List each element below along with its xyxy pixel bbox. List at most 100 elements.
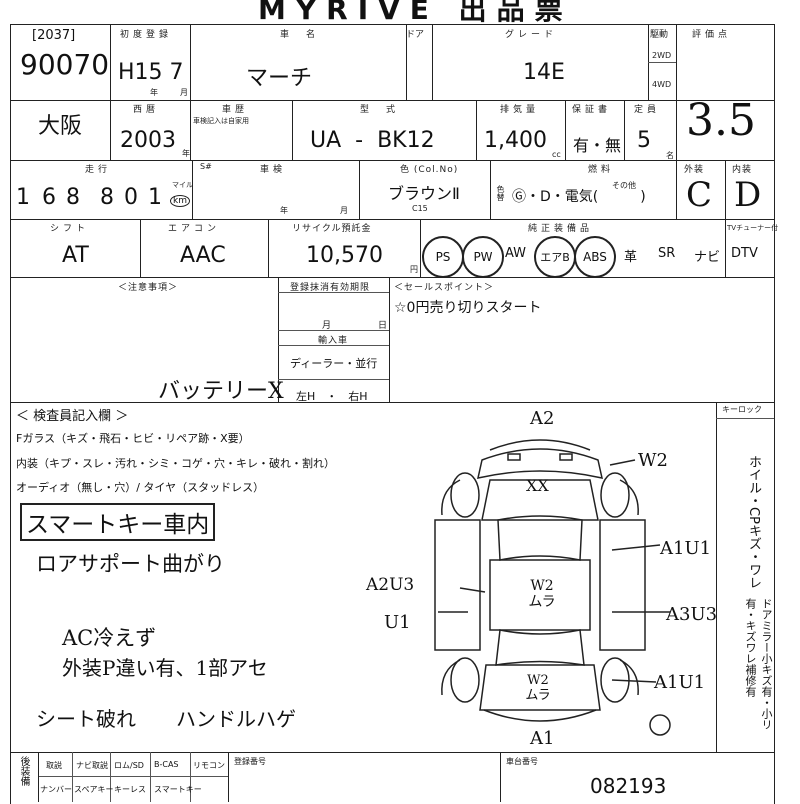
fuel-value: Ⓖ・D・電気( ) bbox=[512, 189, 646, 205]
first-reg-month-unit: 月 bbox=[180, 88, 188, 97]
lot-number: 90070 bbox=[20, 48, 110, 81]
capacity-label: 定員 bbox=[634, 105, 661, 115]
shift-label: シフト bbox=[50, 224, 90, 234]
footer-row-label: 後装備 bbox=[18, 756, 29, 786]
mileage-digit-3: 8 bbox=[66, 185, 80, 210]
footer-item-2: ナビ取説 bbox=[76, 761, 108, 770]
warranty-label: 保証書 bbox=[572, 105, 612, 115]
grade-value: 14E bbox=[523, 60, 565, 85]
equipment-label: 純正装備品 bbox=[528, 224, 594, 234]
footer-item-8: キーレス bbox=[114, 785, 146, 794]
type-value: UA - BK12 bbox=[310, 128, 435, 153]
ac-label: エアコン bbox=[168, 224, 221, 234]
type-label: 型 式 bbox=[360, 105, 400, 115]
inspector-note-3: AC冷えず bbox=[62, 626, 157, 650]
inspection-month: 月 bbox=[340, 206, 348, 215]
interior-line: 内装（キプ・スレ・汚れ・シミ・コゲ・穴・キレ・破れ・割れ） bbox=[16, 457, 335, 470]
mirror-text: ドアミラー小キズ有・小リ有・キズワレ補修有 bbox=[744, 598, 773, 730]
inspection-year: 年 bbox=[280, 206, 288, 215]
capacity-unit: 名 bbox=[666, 151, 674, 160]
inspector-note-2: ロアサポート曲がり bbox=[36, 552, 225, 576]
mileage-unit-mile: マイル bbox=[172, 181, 193, 189]
footer-item-7: スペアキー bbox=[74, 785, 114, 794]
mark-xx: XX bbox=[526, 476, 549, 495]
year-value: 2003 bbox=[120, 128, 176, 153]
mileage-label: 走行 bbox=[85, 165, 112, 175]
equip-leather: 革 bbox=[624, 250, 638, 265]
reg-month: 月 bbox=[322, 321, 336, 331]
interior-label: 内装 bbox=[732, 165, 753, 175]
warranty-value: 有・無 bbox=[573, 136, 622, 155]
equip-pw: PW bbox=[462, 236, 504, 278]
car-diagram bbox=[434, 439, 671, 736]
exterior-value: C bbox=[686, 175, 713, 215]
first-reg-value: H15 7 bbox=[118, 60, 184, 85]
displacement-value: 1,400 bbox=[484, 128, 547, 153]
inspector-label: ＜ 検査員記入欄 ＞ bbox=[16, 409, 129, 424]
equip-abs: ABS bbox=[574, 236, 616, 278]
mileage-unit-km: km bbox=[170, 195, 190, 207]
mileage-digit-5: 0 bbox=[124, 185, 138, 210]
fuel-label: 燃料 bbox=[588, 165, 615, 175]
mileage-digit-2: 6 bbox=[42, 185, 56, 210]
footer-item-1: 取説 bbox=[46, 761, 62, 770]
equip-dtv: DTV bbox=[731, 246, 758, 261]
import-label: 輸入車 bbox=[318, 336, 349, 346]
mark-a1: A1 bbox=[530, 728, 555, 749]
inspection-prefix: S# bbox=[200, 162, 212, 171]
footer-item-3: ロム/SD bbox=[114, 761, 144, 770]
displacement-label: 排気量 bbox=[500, 105, 540, 115]
car-name-value: マーチ bbox=[246, 66, 313, 91]
ac-value: AAC bbox=[180, 243, 226, 268]
mark-w2-mura-mid: W2 ムラ bbox=[528, 578, 556, 610]
recycle-label: リサイクル預託金 bbox=[292, 224, 372, 234]
reg-day: 日 bbox=[378, 321, 392, 331]
sales-point-value: ☆0円売り切りスタート bbox=[394, 300, 542, 316]
mark-u1: U1 bbox=[384, 612, 411, 633]
capacity-value: 5 bbox=[637, 128, 651, 153]
lot-code: [2037] bbox=[32, 28, 76, 43]
reg-expiry-label: 登録抹消有効期限 bbox=[290, 283, 371, 293]
shift-value: AT bbox=[62, 243, 89, 268]
inspector-note-4: 外装P違い有、1部アセ bbox=[62, 656, 268, 680]
mark-w2-top: W2 bbox=[638, 450, 668, 471]
mark-w2-mura-rear: W2 ムラ bbox=[525, 673, 551, 703]
drive-label: 駆動 bbox=[650, 30, 669, 40]
color-label: 色 (Col.No) bbox=[400, 165, 459, 175]
interior-value: D bbox=[734, 175, 762, 215]
chassis-label: 車台番号 bbox=[506, 757, 538, 766]
mileage-unit-km-text: km bbox=[173, 196, 187, 206]
glass-line: Fガラス（キズ・飛石・ヒビ・リペア跡・X要） bbox=[16, 432, 250, 445]
score-label: 評価点 bbox=[692, 30, 732, 40]
footer-item-5: リモコン bbox=[193, 761, 225, 770]
fuel-other: その他 bbox=[612, 181, 636, 190]
recycle-value: 10,570 bbox=[306, 243, 383, 268]
location: 大阪 bbox=[38, 114, 83, 139]
mark-a2u3: A2U3 bbox=[366, 575, 415, 595]
drive-4wd: 4WD bbox=[652, 80, 672, 89]
inspector-note-5: シート破れ ハンドルハゲ bbox=[36, 707, 296, 731]
year-unit: 年 bbox=[182, 149, 190, 158]
grade-label: グレード bbox=[505, 30, 558, 40]
sheet-title: MYRIVE 出品票 bbox=[258, 0, 573, 26]
chassis-value: 082193 bbox=[590, 774, 667, 798]
sales-point-label: ＜セールスポイント＞ bbox=[394, 283, 495, 293]
car-name-label: 車 名 bbox=[280, 30, 320, 40]
notes-handwritten: バッテリーX bbox=[158, 379, 284, 404]
model-year-label: 車歴 bbox=[222, 105, 249, 115]
mark-a1u1-right: A1U1 bbox=[660, 538, 712, 559]
equip-sr: SR bbox=[658, 246, 676, 261]
equip-aw: AW bbox=[505, 246, 527, 261]
tv-tuner-label: TVチューナー付 bbox=[727, 224, 779, 232]
footer-item-4: B-CAS bbox=[154, 760, 179, 769]
year-label: 西暦 bbox=[133, 105, 160, 115]
mileage-digit-4: 8 bbox=[100, 185, 114, 210]
first-reg-year-unit: 年 bbox=[150, 88, 158, 97]
handle-value: 左H ・ 右H bbox=[296, 390, 368, 403]
mark-a2: A2 bbox=[530, 408, 555, 429]
notes-label: ＜注意事項＞ bbox=[118, 283, 179, 293]
inspection-label: 車検 bbox=[260, 165, 287, 175]
audio-line: オーディオ（無し・穴）/ タイヤ（スタッドレス） bbox=[16, 481, 265, 494]
mark-a1u1-lower: A1U1 bbox=[654, 672, 706, 693]
import-value: ディーラー・並行 bbox=[290, 357, 378, 370]
